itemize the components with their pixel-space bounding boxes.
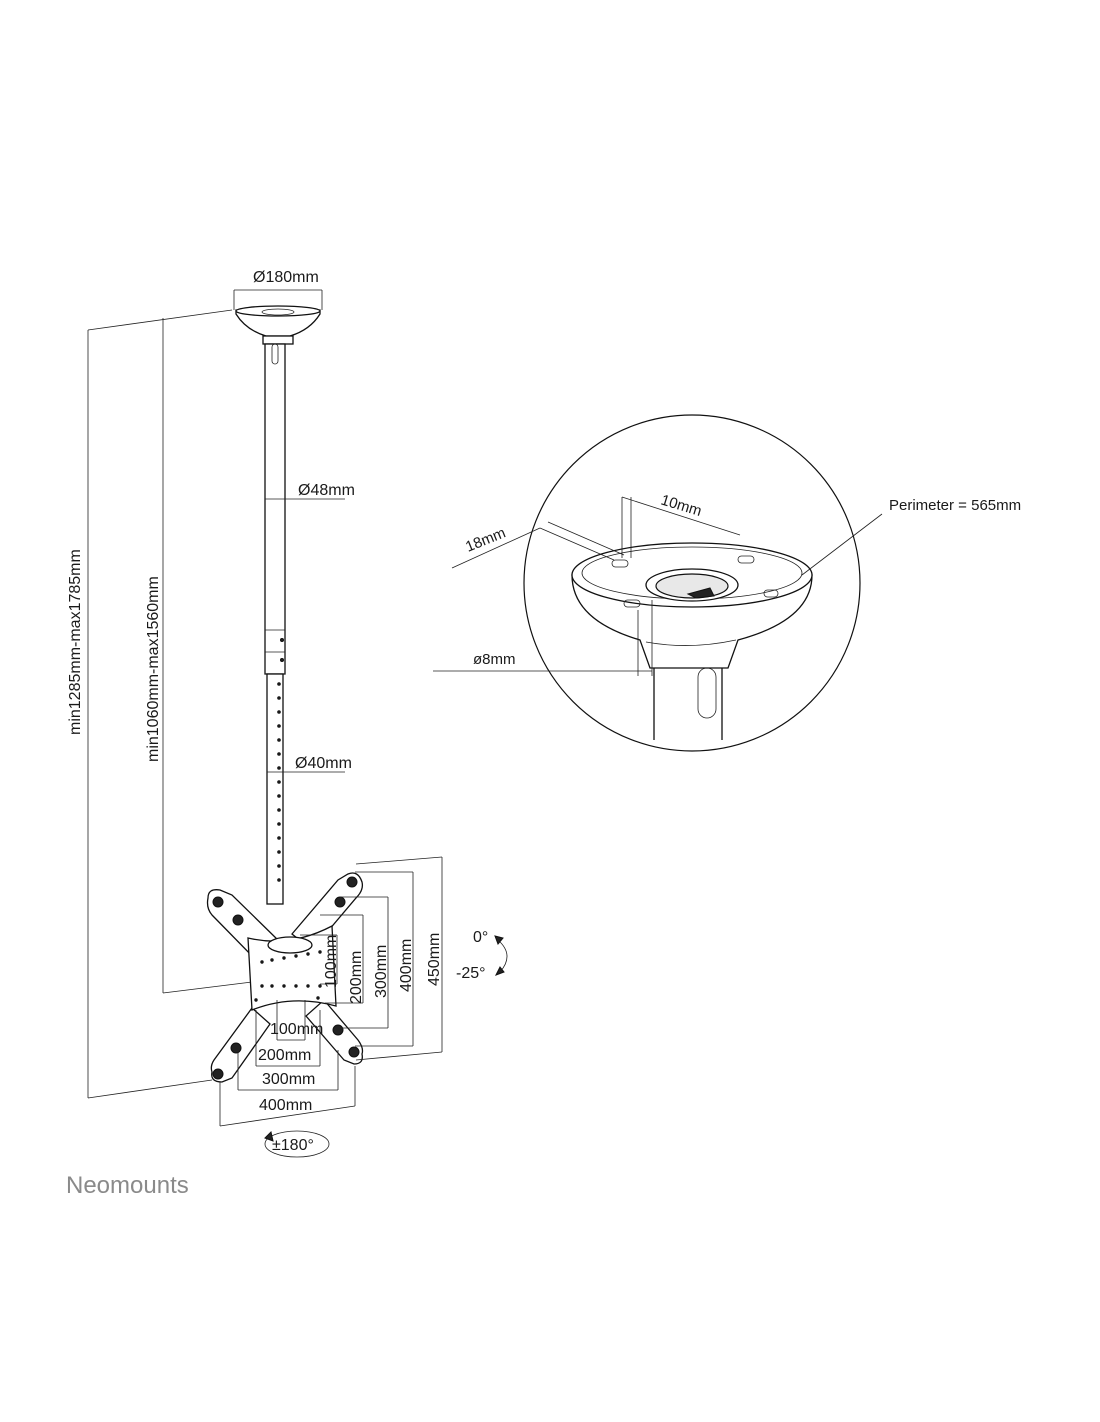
vesa-vertical-450-label: 450mm: [426, 933, 443, 986]
plate-hole: [282, 984, 286, 988]
pole-hole: [277, 696, 281, 700]
upper-pole-diameter-label: Ø48mm: [298, 482, 355, 499]
detail-dimension-lines: [433, 496, 883, 676]
pole-hole: [277, 836, 281, 840]
plate-hole: [260, 960, 264, 964]
pole-hole: [277, 822, 281, 826]
plate-hole: [318, 984, 322, 988]
pole-hole: [277, 682, 281, 686]
plate-hole: [316, 996, 320, 1000]
pole-hole: [277, 878, 281, 882]
pole-hole: [277, 752, 281, 756]
vesa-vertical-100-label: 100mm: [323, 935, 340, 988]
vesa-bracket: [206, 872, 364, 1083]
vesa-vertical-300-label: 300mm: [373, 945, 390, 998]
hole-diameter-label: ø8mm: [473, 651, 516, 668]
vesa-vertical-dimension-lines: [300, 856, 443, 1061]
pole-hole: [277, 794, 281, 798]
plate-hole: [260, 984, 264, 988]
tilt-down-label: -25°: [456, 965, 486, 982]
tilt-up-label: 0°: [473, 929, 488, 946]
pole-hole: [277, 808, 281, 812]
swivel-label: ±180°: [272, 1137, 314, 1154]
plate-hole: [270, 984, 274, 988]
plate-hole: [282, 956, 286, 960]
detail-circle: [523, 414, 861, 752]
plate-hole: [318, 950, 322, 954]
plate-hole: [294, 984, 298, 988]
plate-hole: [294, 954, 298, 958]
height-dimension-lines: [87, 309, 253, 1099]
plate-hole: [270, 958, 274, 962]
vesa-horizontal-300-label: 300mm: [262, 1071, 315, 1088]
pole-hole: [277, 780, 281, 784]
swivel-arrow-icon: [264, 1130, 330, 1158]
plate-hole: [306, 984, 310, 988]
perimeter-label: Perimeter = 565mm: [889, 497, 1021, 514]
lower-pole-diameter-label: Ø40mm: [295, 755, 352, 772]
pole-hole: [277, 766, 281, 770]
tilt-arrow-icon: [494, 935, 508, 976]
plate-hole: [306, 952, 310, 956]
pole-hole: [277, 724, 281, 728]
pole-hole: [277, 738, 281, 742]
plate-hole: [254, 998, 258, 1002]
vesa-horizontal-400-label: 400mm: [259, 1097, 312, 1114]
vesa-horizontal-200-label: 200mm: [258, 1047, 311, 1064]
vesa-vertical-400-label: 400mm: [398, 939, 415, 992]
total-height-label: min1285mm-max1785mm: [67, 549, 84, 735]
vesa-horizontal-dimension-lines: [219, 1000, 356, 1127]
vesa-vertical-200-label: 200mm: [348, 951, 365, 1004]
brand-logo: Neomounts: [66, 1172, 189, 1199]
pole-hole: [277, 850, 281, 854]
lower-pole: [266, 673, 284, 905]
slot-offset-label: 18mm: [463, 524, 508, 555]
upper-pole: [264, 343, 286, 675]
ceiling-plate-diameter-label: Ø180mm: [253, 269, 319, 286]
ceiling-plate: [233, 289, 323, 345]
pole-hole: [277, 864, 281, 868]
pole-hole: [277, 710, 281, 714]
vesa-horizontal-100-label: 100mm: [270, 1021, 323, 1038]
pole-height-label: min1060mm-max1560mm: [145, 576, 162, 762]
